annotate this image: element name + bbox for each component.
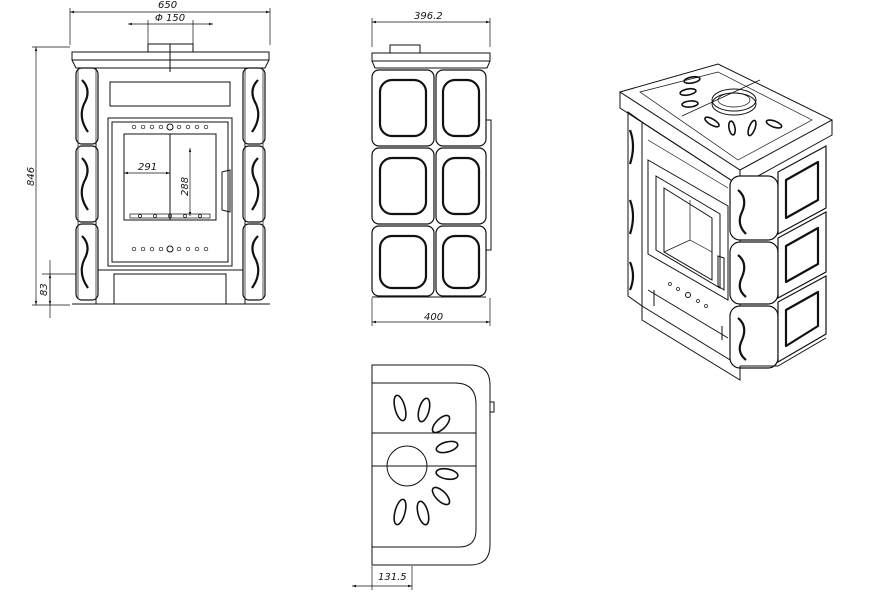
top-flue-opening (386, 445, 428, 487)
isometric-view (618, 63, 834, 381)
air-vent-row-middle (129, 213, 211, 219)
dimension-front-width: 650 (69, 0, 271, 45)
iso-vent-holes (668, 282, 708, 308)
iso-door-handle (717, 255, 725, 291)
front-width-label: 650 (158, 0, 177, 11)
firebox-width-label: 291 (138, 162, 157, 173)
iso-door-frame (647, 159, 729, 301)
dimension-side-depth-top: 396.2 (371, 11, 491, 47)
iso-side-tiles (777, 144, 827, 364)
base-height-label: 83 (39, 283, 50, 296)
dimension-firebox-width: 291 (123, 162, 170, 175)
dimension-firebox-height: 288 (180, 148, 192, 216)
dimension-side-depth-bottom: 400 (371, 298, 491, 326)
side-flue-collar (389, 44, 421, 54)
dimension-height: 846 (26, 46, 70, 306)
side-handle (486, 119, 492, 251)
firebox-height-label: 288 (180, 177, 191, 196)
air-vent-row-top (131, 123, 209, 131)
dimension-flue-diameter: Φ 150 (127, 13, 213, 45)
side-depth-top-label: 396.2 (414, 11, 443, 22)
side-depth-bottom-label: 400 (424, 312, 443, 323)
dimension-top-flue-offset: 131.5 (352, 566, 413, 590)
front-left-tiles (75, 67, 99, 301)
side-view: 396.2 400 (371, 11, 492, 326)
top-plate (71, 51, 270, 61)
height-label: 846 (26, 167, 37, 186)
iso-flue-collar (711, 92, 757, 116)
upper-panel (109, 81, 231, 107)
iso-firebox (663, 187, 713, 281)
top-plate-outline (371, 364, 491, 566)
door-handle (221, 169, 231, 213)
dimension-base-height: 83 (39, 260, 78, 318)
base-plinth (113, 273, 227, 305)
top-view: 131.5 (352, 364, 495, 590)
top-vent-slots (393, 394, 459, 526)
front-right-tiles (242, 67, 266, 301)
air-vent-row-bottom (131, 245, 209, 253)
iso-corner-tiles (729, 175, 779, 369)
door-frame (107, 117, 233, 267)
front-view: 650 Φ 150 846 83 (26, 0, 271, 318)
iso-vent-slots (679, 75, 783, 137)
top-flue-offset-label: 131.5 (378, 572, 407, 583)
side-top-plate (371, 52, 491, 62)
flue-diameter-label: Φ 150 (155, 13, 185, 24)
side-tile-grid (371, 69, 487, 297)
